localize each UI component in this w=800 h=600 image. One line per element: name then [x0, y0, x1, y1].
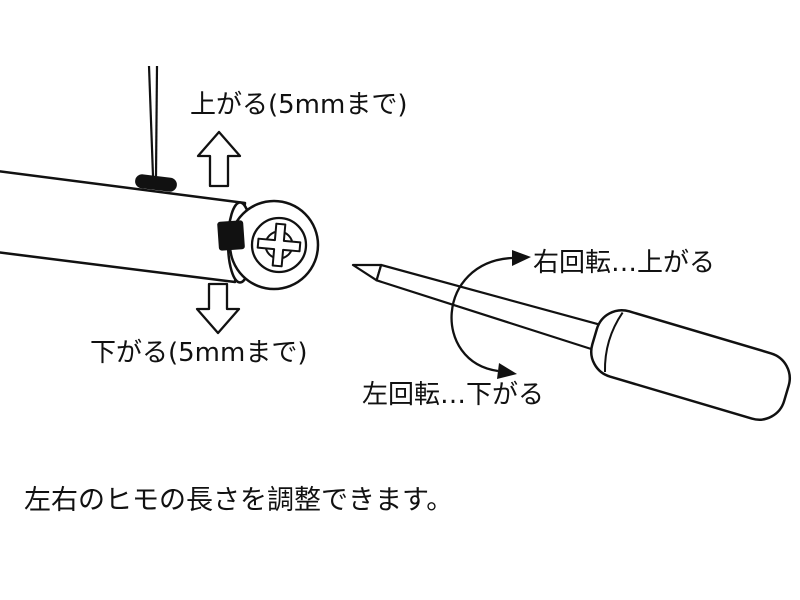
cord-lines: [147, 65, 159, 177]
label-down: 下がる(5mmまで): [90, 338, 308, 368]
arc-arrowhead-top: [512, 250, 531, 266]
up-block-arrow-icon: [196, 130, 242, 188]
down-block-arrow-icon: [195, 282, 241, 335]
cord-clamp: [135, 174, 177, 192]
rod-slot: [217, 220, 245, 251]
phillips-screw-head-icon: [250, 216, 308, 274]
screwdriver-handle: [590, 309, 791, 421]
screwdriver: [351, 263, 791, 421]
arc-arrowhead-bottom: [497, 363, 517, 379]
label-rotate-left: 左回転…下がる: [362, 380, 545, 410]
caption: 左右のヒモの長さを調整できます。: [24, 485, 454, 516]
handle-grip-line: [603, 311, 624, 372]
label-up: 上がる(5mmまで): [190, 90, 408, 120]
rotation-arc-arrow-icon: [450, 250, 531, 379]
label-rotate-right: 右回転…上がる: [533, 248, 716, 278]
